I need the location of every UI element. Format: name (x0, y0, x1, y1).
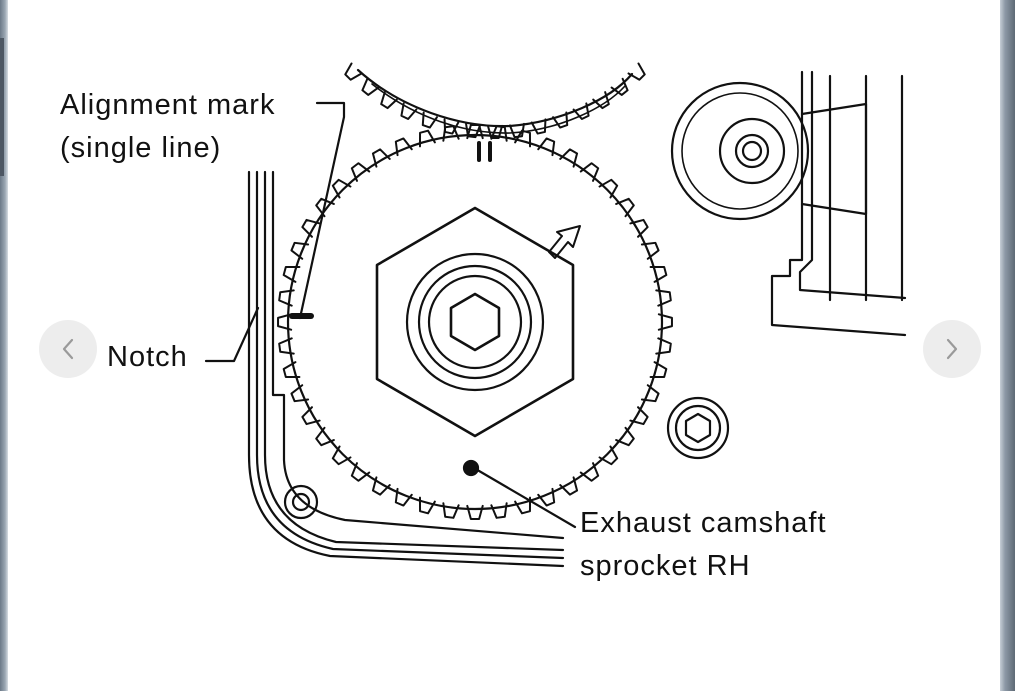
window-right-edge (1000, 0, 1015, 691)
alignment-mark-label: Alignment mark (single line) (60, 84, 275, 170)
upper-sprocket-inner-rim (371, 83, 626, 134)
sprocket-body (286, 133, 664, 511)
upper-sprocket-rim (356, 68, 634, 128)
bolt-head (449, 292, 501, 352)
notch-leader (204, 306, 260, 363)
chevron-right-icon (946, 338, 958, 360)
chevron-left-icon (62, 338, 74, 360)
idler-center (741, 140, 763, 162)
idler-pulley-inner (681, 92, 799, 210)
edge-tab (0, 38, 4, 176)
small-bolt-boss (666, 396, 730, 460)
idler-hub (718, 117, 786, 185)
alignment-mark-leader (298, 101, 346, 320)
rotation-arrow (548, 225, 581, 259)
hub-inner-ring (427, 274, 523, 370)
notch-label: Notch (107, 341, 188, 373)
next-image-button[interactable] (923, 320, 981, 378)
idler-hub-ring (734, 133, 770, 169)
image-viewer: Alignment mark (single line) Notch Exhau… (8, 0, 1000, 691)
window-left-edge (0, 0, 8, 691)
sprocket-dot (462, 459, 480, 477)
hub-middle-ring (417, 264, 533, 380)
exhaust-leader (472, 466, 577, 529)
hub-outer-ring (405, 252, 545, 392)
idler-pulley (670, 81, 810, 221)
bracket-inner (798, 70, 907, 300)
exhaust-sprocket-label: Exhaust camshaft sprocket RH (580, 502, 827, 588)
bracket-outline (770, 70, 907, 337)
small-bolt-head (684, 412, 712, 444)
camshaft-diagram (204, 62, 907, 568)
cover-line-2 (255, 170, 565, 560)
sprocket-hex-nut (375, 206, 575, 438)
cover-bolt-hole (291, 492, 311, 512)
small-bolt-ring (674, 404, 722, 452)
cover-bolt-boss (283, 484, 319, 520)
cover-line-3 (263, 170, 565, 552)
alignment-mark-label-line2: (single line) (60, 132, 222, 164)
bracket-block (800, 102, 868, 216)
alignment-mark-label-line1: Alignment mark (60, 89, 276, 121)
cover-inner-line (271, 313, 565, 540)
exhaust-sprocket-label-line1: Exhaust camshaft (580, 507, 827, 539)
exhaust-sprocket-label-line2: sprocket RH (580, 550, 751, 582)
previous-image-button[interactable] (39, 320, 97, 378)
sprocket-teeth (277, 124, 673, 520)
cover-line-1 (247, 170, 565, 568)
